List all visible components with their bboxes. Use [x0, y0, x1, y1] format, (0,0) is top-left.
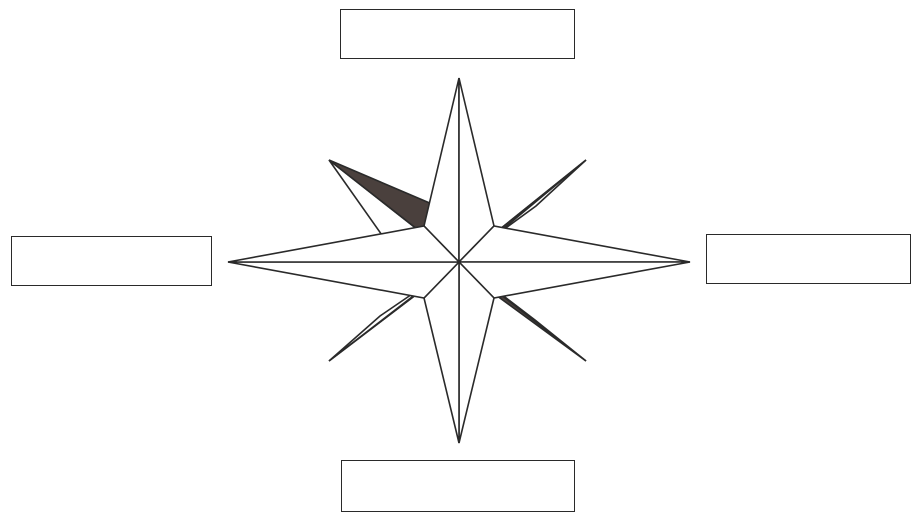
- west-point-upper-half: [228, 226, 459, 262]
- east-point-lower-half: [459, 262, 690, 298]
- west-point-lower-half: [228, 262, 459, 298]
- east-label-box[interactable]: [706, 234, 911, 284]
- cardinal-points: [228, 78, 690, 443]
- north-label-box[interactable]: [340, 9, 575, 59]
- east-point-upper-half: [459, 226, 690, 262]
- west-label-box[interactable]: [11, 236, 212, 286]
- south-label-box[interactable]: [341, 460, 575, 512]
